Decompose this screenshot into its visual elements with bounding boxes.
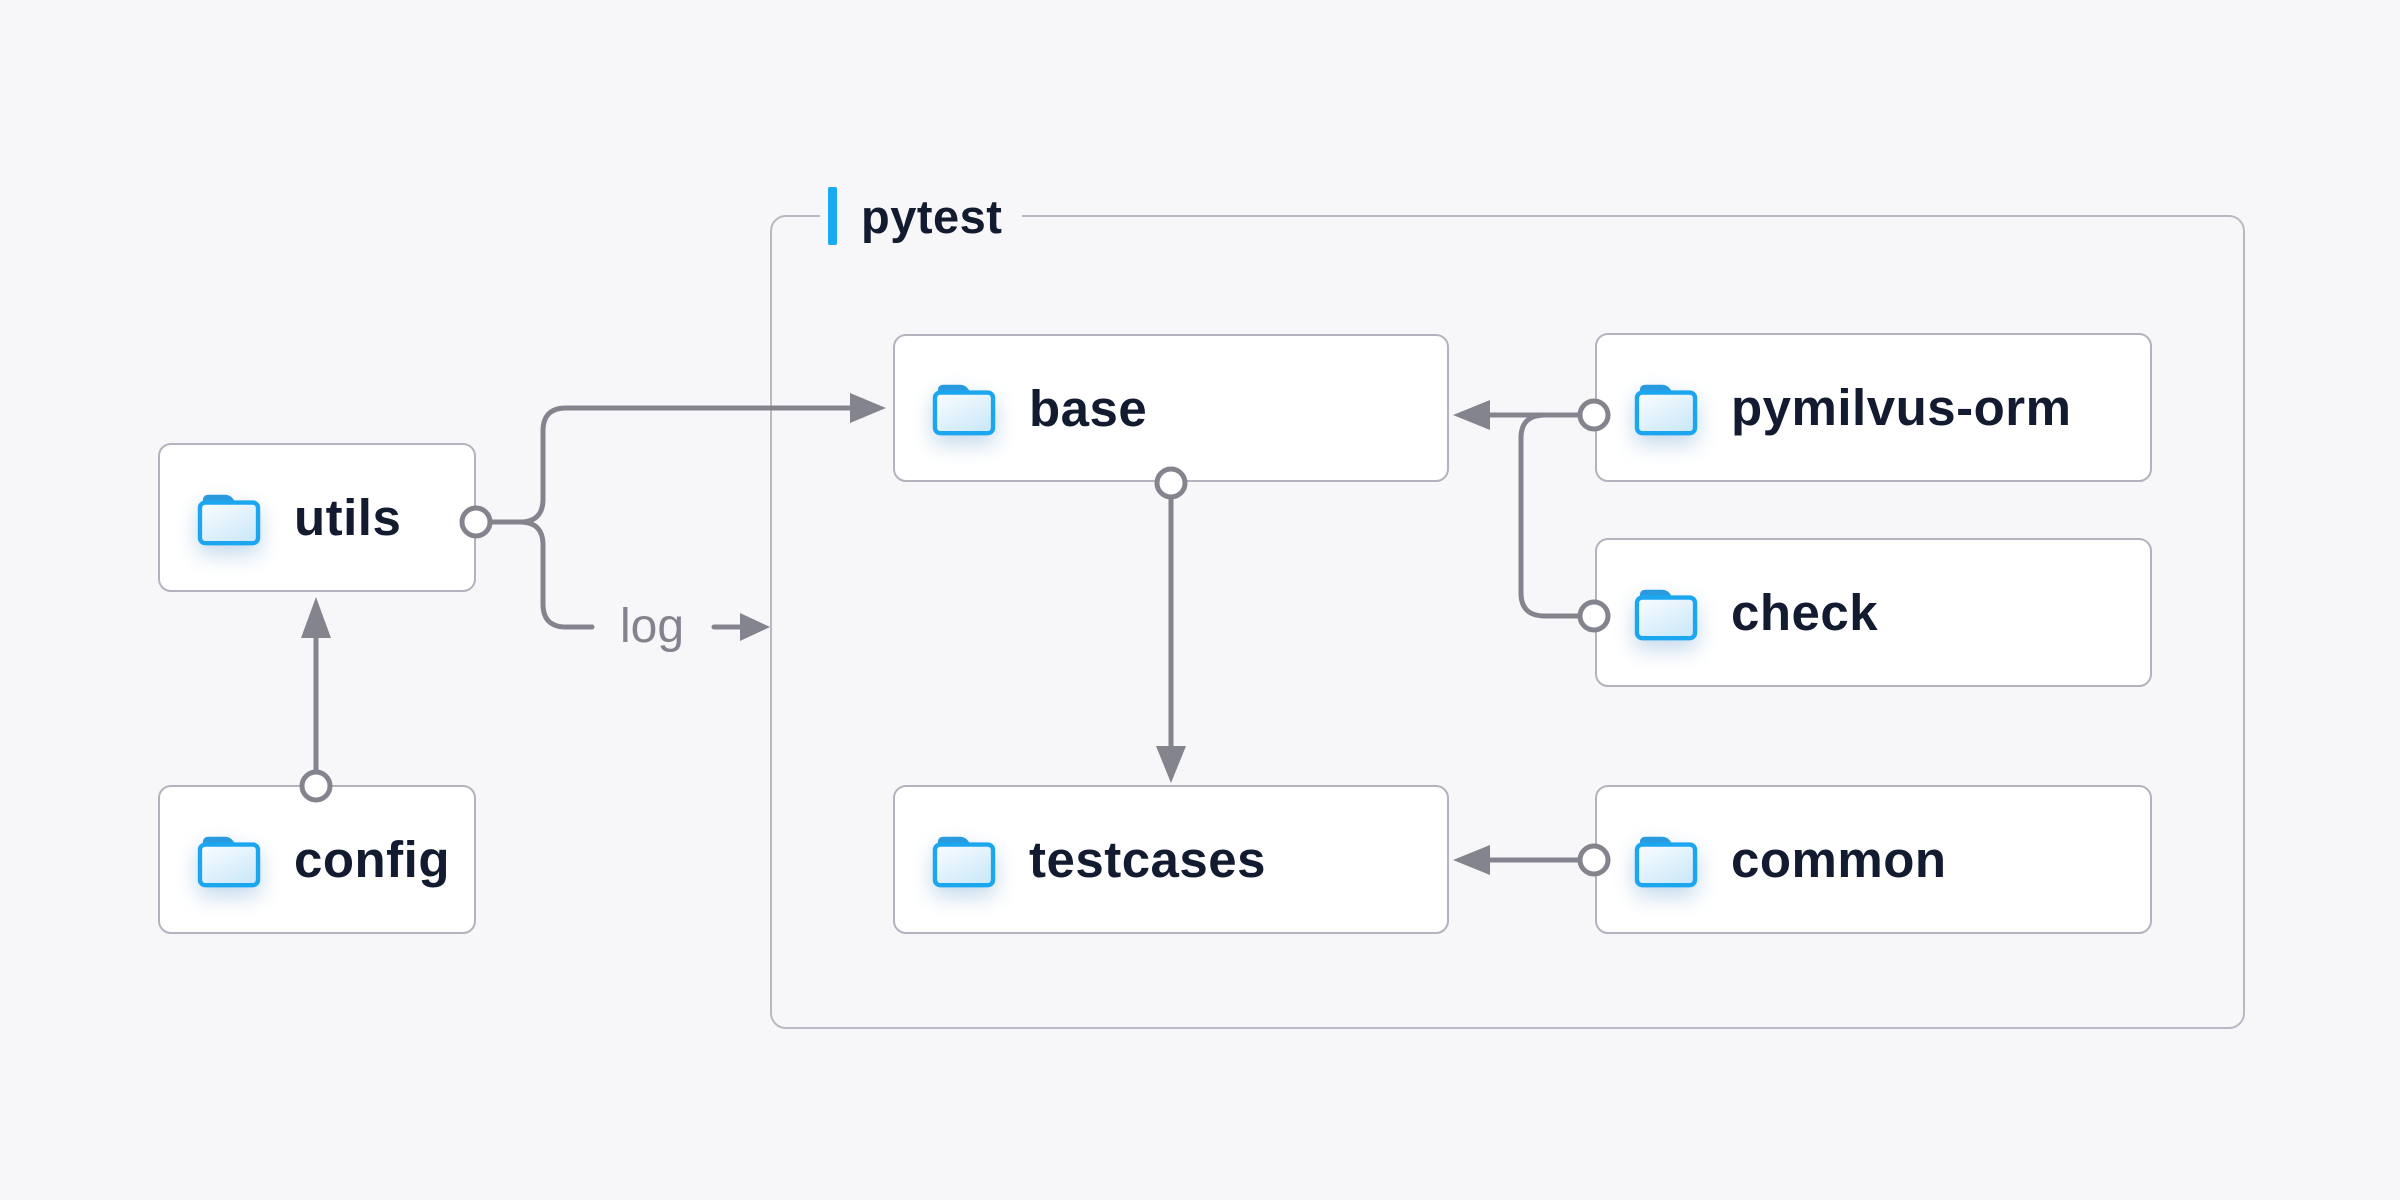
pytest-group-label: pytest — [820, 185, 1023, 247]
node-label-testcases: testcases — [1029, 831, 1267, 888]
node-check: check — [1595, 538, 2152, 687]
pytest-group-label-text: pytest — [861, 189, 1003, 243]
folder-icon — [931, 830, 997, 890]
node-testcases: testcases — [893, 785, 1449, 934]
folder-icon — [196, 488, 262, 548]
folder-icon — [931, 378, 997, 438]
accent-bar — [828, 187, 837, 245]
node-pymilvus-orm: pymilvus-orm — [1595, 333, 2152, 482]
log-edge-label: log — [619, 600, 685, 653]
folder-icon — [1633, 583, 1699, 643]
node-label-utils: utils — [294, 489, 402, 546]
node-label-config: config — [294, 831, 450, 888]
node-label-check: check — [1731, 584, 1879, 641]
node-label-pymilvus-orm: pymilvus-orm — [1731, 379, 2072, 436]
node-label-base: base — [1029, 379, 1148, 437]
arrowhead-into-utils — [301, 597, 331, 638]
node-utils: utils — [158, 443, 476, 592]
folder-icon — [1633, 830, 1699, 890]
node-base: base — [893, 334, 1449, 482]
arrowhead-log — [740, 613, 770, 641]
node-config: config — [158, 785, 476, 934]
pytest-group-container — [770, 215, 2245, 1029]
folder-icon — [196, 830, 262, 890]
folder-icon — [1633, 378, 1699, 438]
node-label-common: common — [1731, 831, 1947, 888]
edge-utils-log — [517, 519, 595, 630]
node-common: common — [1595, 785, 2152, 934]
